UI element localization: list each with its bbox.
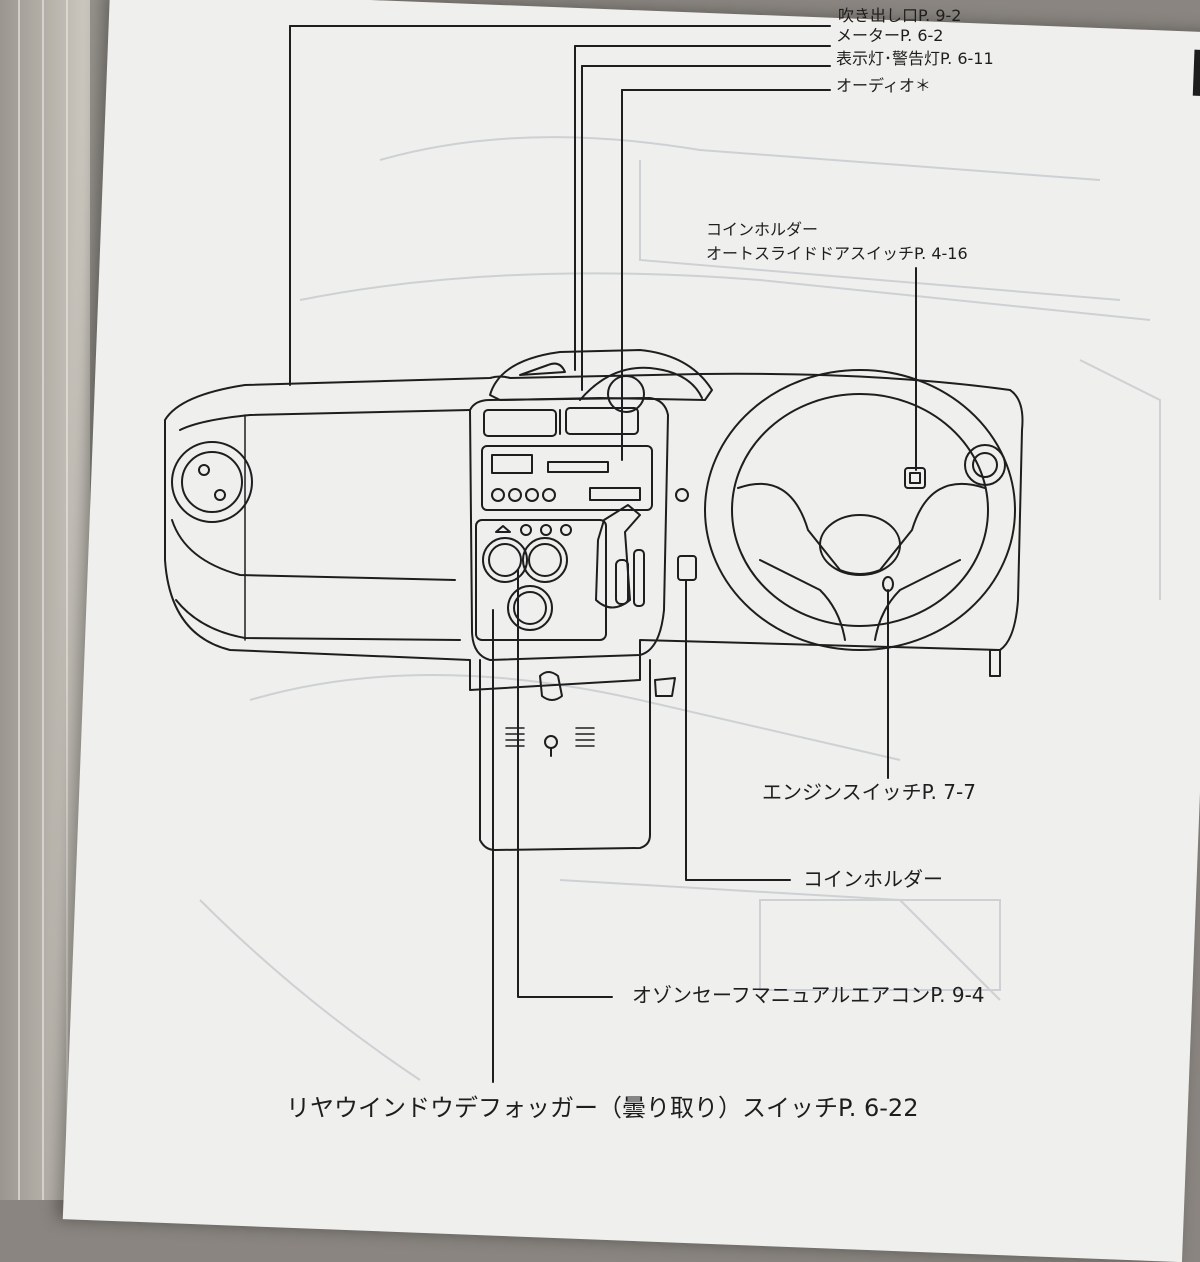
left-vent bbox=[171, 441, 253, 523]
center-stack bbox=[469, 397, 669, 661]
label-ozone-aircon: オゾンセーフマニュアルエアコンP. 9-4 bbox=[632, 983, 985, 1007]
label-coin-holder-upper: コインホルダー bbox=[706, 220, 819, 239]
label-rear-defogger: リヤウインドウデフォッガー（曇り取り）スイッチP. 6-22 bbox=[286, 1094, 919, 1122]
leader-aircon bbox=[517, 569, 613, 998]
leader-coin bbox=[685, 579, 791, 881]
lower-console bbox=[479, 659, 651, 851]
label-auto-slide-door: オートスライドドアスイッチP. 4-16 bbox=[706, 244, 968, 263]
dashboard-outline bbox=[164, 372, 1024, 691]
label-engine-switch: エンジンスイッチP. 7-7 bbox=[762, 780, 976, 804]
engine-switch-knob bbox=[882, 576, 894, 592]
dashboard-illustration bbox=[164, 25, 1024, 1083]
label-vent: 吹き出し口P. 9-2 bbox=[838, 6, 962, 25]
label-meter: メーターP. 6-2 bbox=[836, 26, 944, 45]
auto-slide-switch bbox=[904, 467, 926, 489]
gear-shifter bbox=[595, 504, 641, 609]
audio-unit bbox=[481, 445, 653, 511]
steering-wheel bbox=[704, 369, 1016, 651]
coin-holder-box bbox=[677, 555, 697, 581]
meter-hood bbox=[489, 349, 713, 401]
label-indicator: 表示灯･警告灯P. 6-11 bbox=[836, 49, 994, 68]
climate-panel bbox=[475, 519, 607, 641]
label-audio: オーディオ＊ bbox=[836, 76, 931, 95]
label-coin-holder-lower: コインホルダー bbox=[803, 867, 943, 891]
